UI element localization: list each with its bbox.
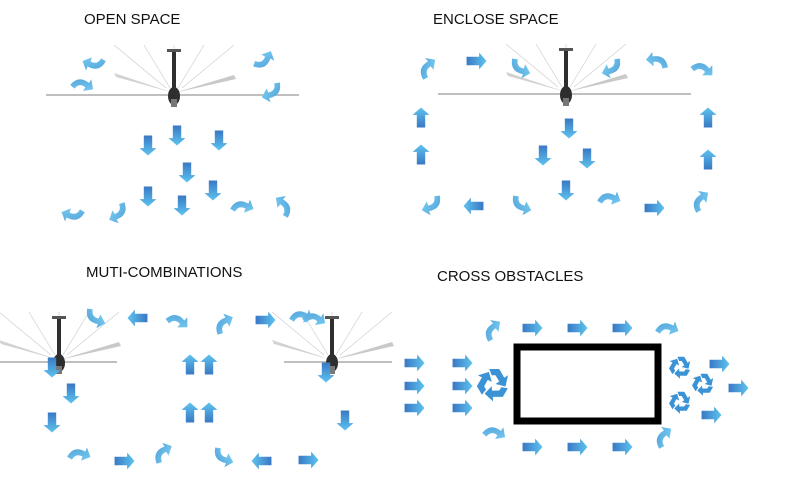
curved-arrow-icon	[270, 191, 298, 219]
arrow-icon	[452, 377, 473, 395]
arrow-icon	[612, 438, 633, 456]
curved-arrow-icon	[209, 446, 237, 470]
curved-arrow-icon	[418, 194, 446, 218]
arrow-icon	[557, 180, 575, 201]
arrow-icon	[522, 438, 543, 456]
arrow-icon	[139, 186, 157, 207]
arrow-icon	[255, 311, 276, 329]
curved-arrow-icon	[104, 201, 133, 227]
arrow-icon	[200, 402, 218, 423]
curved-arrow-icon	[478, 315, 506, 343]
section-title-open: OPEN SPACE	[84, 11, 180, 28]
arrow-icon	[139, 135, 157, 156]
arrow-icon	[522, 319, 543, 337]
fans-layer	[0, 43, 691, 374]
curved-arrow-icon	[81, 307, 109, 331]
arrow-icon	[43, 412, 61, 433]
arrow-icon	[404, 399, 425, 417]
arrow-icon	[178, 162, 196, 183]
section-title-enclose: ENCLOSE SPACE	[433, 11, 559, 28]
arrow-icon	[336, 410, 354, 431]
arrow-icon	[62, 383, 80, 404]
section-title-cross: CROSS OBSTACLES	[437, 268, 583, 285]
curved-arrow-icon	[252, 46, 278, 75]
recycle-icon	[476, 369, 508, 402]
curved-arrow-icon	[58, 203, 86, 227]
arrow-icon	[114, 452, 135, 470]
obstacle-box	[513, 343, 662, 425]
arrow-icon	[534, 145, 552, 166]
arrow-icon	[404, 377, 425, 395]
curved-arrow-icon	[645, 52, 668, 69]
arrow-icon	[567, 319, 588, 337]
arrow-icon	[701, 406, 722, 424]
arrow-icon	[644, 199, 665, 217]
arrow-icon	[210, 130, 228, 151]
curved-arrow-icon	[481, 419, 509, 445]
section-title-multi: MUTI-COMBINATIONS	[86, 264, 242, 281]
arrow-icon	[709, 355, 730, 373]
arrow-icon	[567, 438, 588, 456]
fan-icon	[0, 311, 121, 374]
curved-arrow-icon	[689, 55, 718, 82]
arrow-icon	[699, 149, 717, 170]
curved-arrow-icon	[79, 52, 107, 76]
recycle-layer	[476, 356, 714, 414]
arrow-icon	[173, 195, 191, 216]
curved-arrow-icon	[413, 53, 441, 81]
curved-arrow-icon	[148, 439, 177, 465]
arrow-icon	[298, 451, 319, 469]
arrow-icon	[578, 148, 596, 169]
arrow-icon	[251, 452, 272, 470]
arrow-icon	[168, 125, 186, 146]
arrow-icon	[466, 52, 487, 70]
curved-arrow-icon	[66, 442, 94, 466]
curved-arrow-icon	[686, 186, 714, 214]
arrow-icon	[127, 309, 148, 327]
arrow-icon	[452, 354, 473, 372]
arrow-icon	[412, 144, 430, 165]
arrow-icon	[463, 197, 484, 215]
curved-arrow-icon	[654, 316, 682, 340]
curved-arrow-icon	[164, 307, 193, 334]
arrow-icon	[412, 107, 430, 128]
recycle-icon	[692, 373, 714, 396]
curved-arrow-icon	[229, 194, 257, 218]
recycle-icon	[669, 391, 691, 414]
fan-icon	[271, 311, 394, 374]
arrow-icon	[181, 354, 199, 375]
fan-icon	[46, 44, 299, 107]
arrow-icon	[560, 118, 578, 139]
arrow-icon	[200, 354, 218, 375]
arrow-icon	[452, 399, 473, 417]
curved-arrow-icon	[507, 194, 535, 218]
curved-arrow-icon	[301, 305, 329, 331]
curved-arrow-icon	[209, 310, 238, 336]
curved-arrow-icon	[596, 186, 624, 210]
curved-arrow-icon	[69, 71, 97, 97]
arrow-icon	[204, 180, 222, 201]
fan-icon	[438, 43, 691, 106]
recycle-icon	[669, 356, 691, 379]
arrow-icon	[612, 319, 633, 337]
arrow-icon	[699, 107, 717, 128]
arrow-icon	[404, 354, 425, 372]
arrow-icon	[181, 402, 199, 423]
curved-arrow-icon	[258, 81, 286, 105]
curved-arrow-icon	[649, 422, 677, 450]
arrow-icon	[728, 379, 749, 397]
